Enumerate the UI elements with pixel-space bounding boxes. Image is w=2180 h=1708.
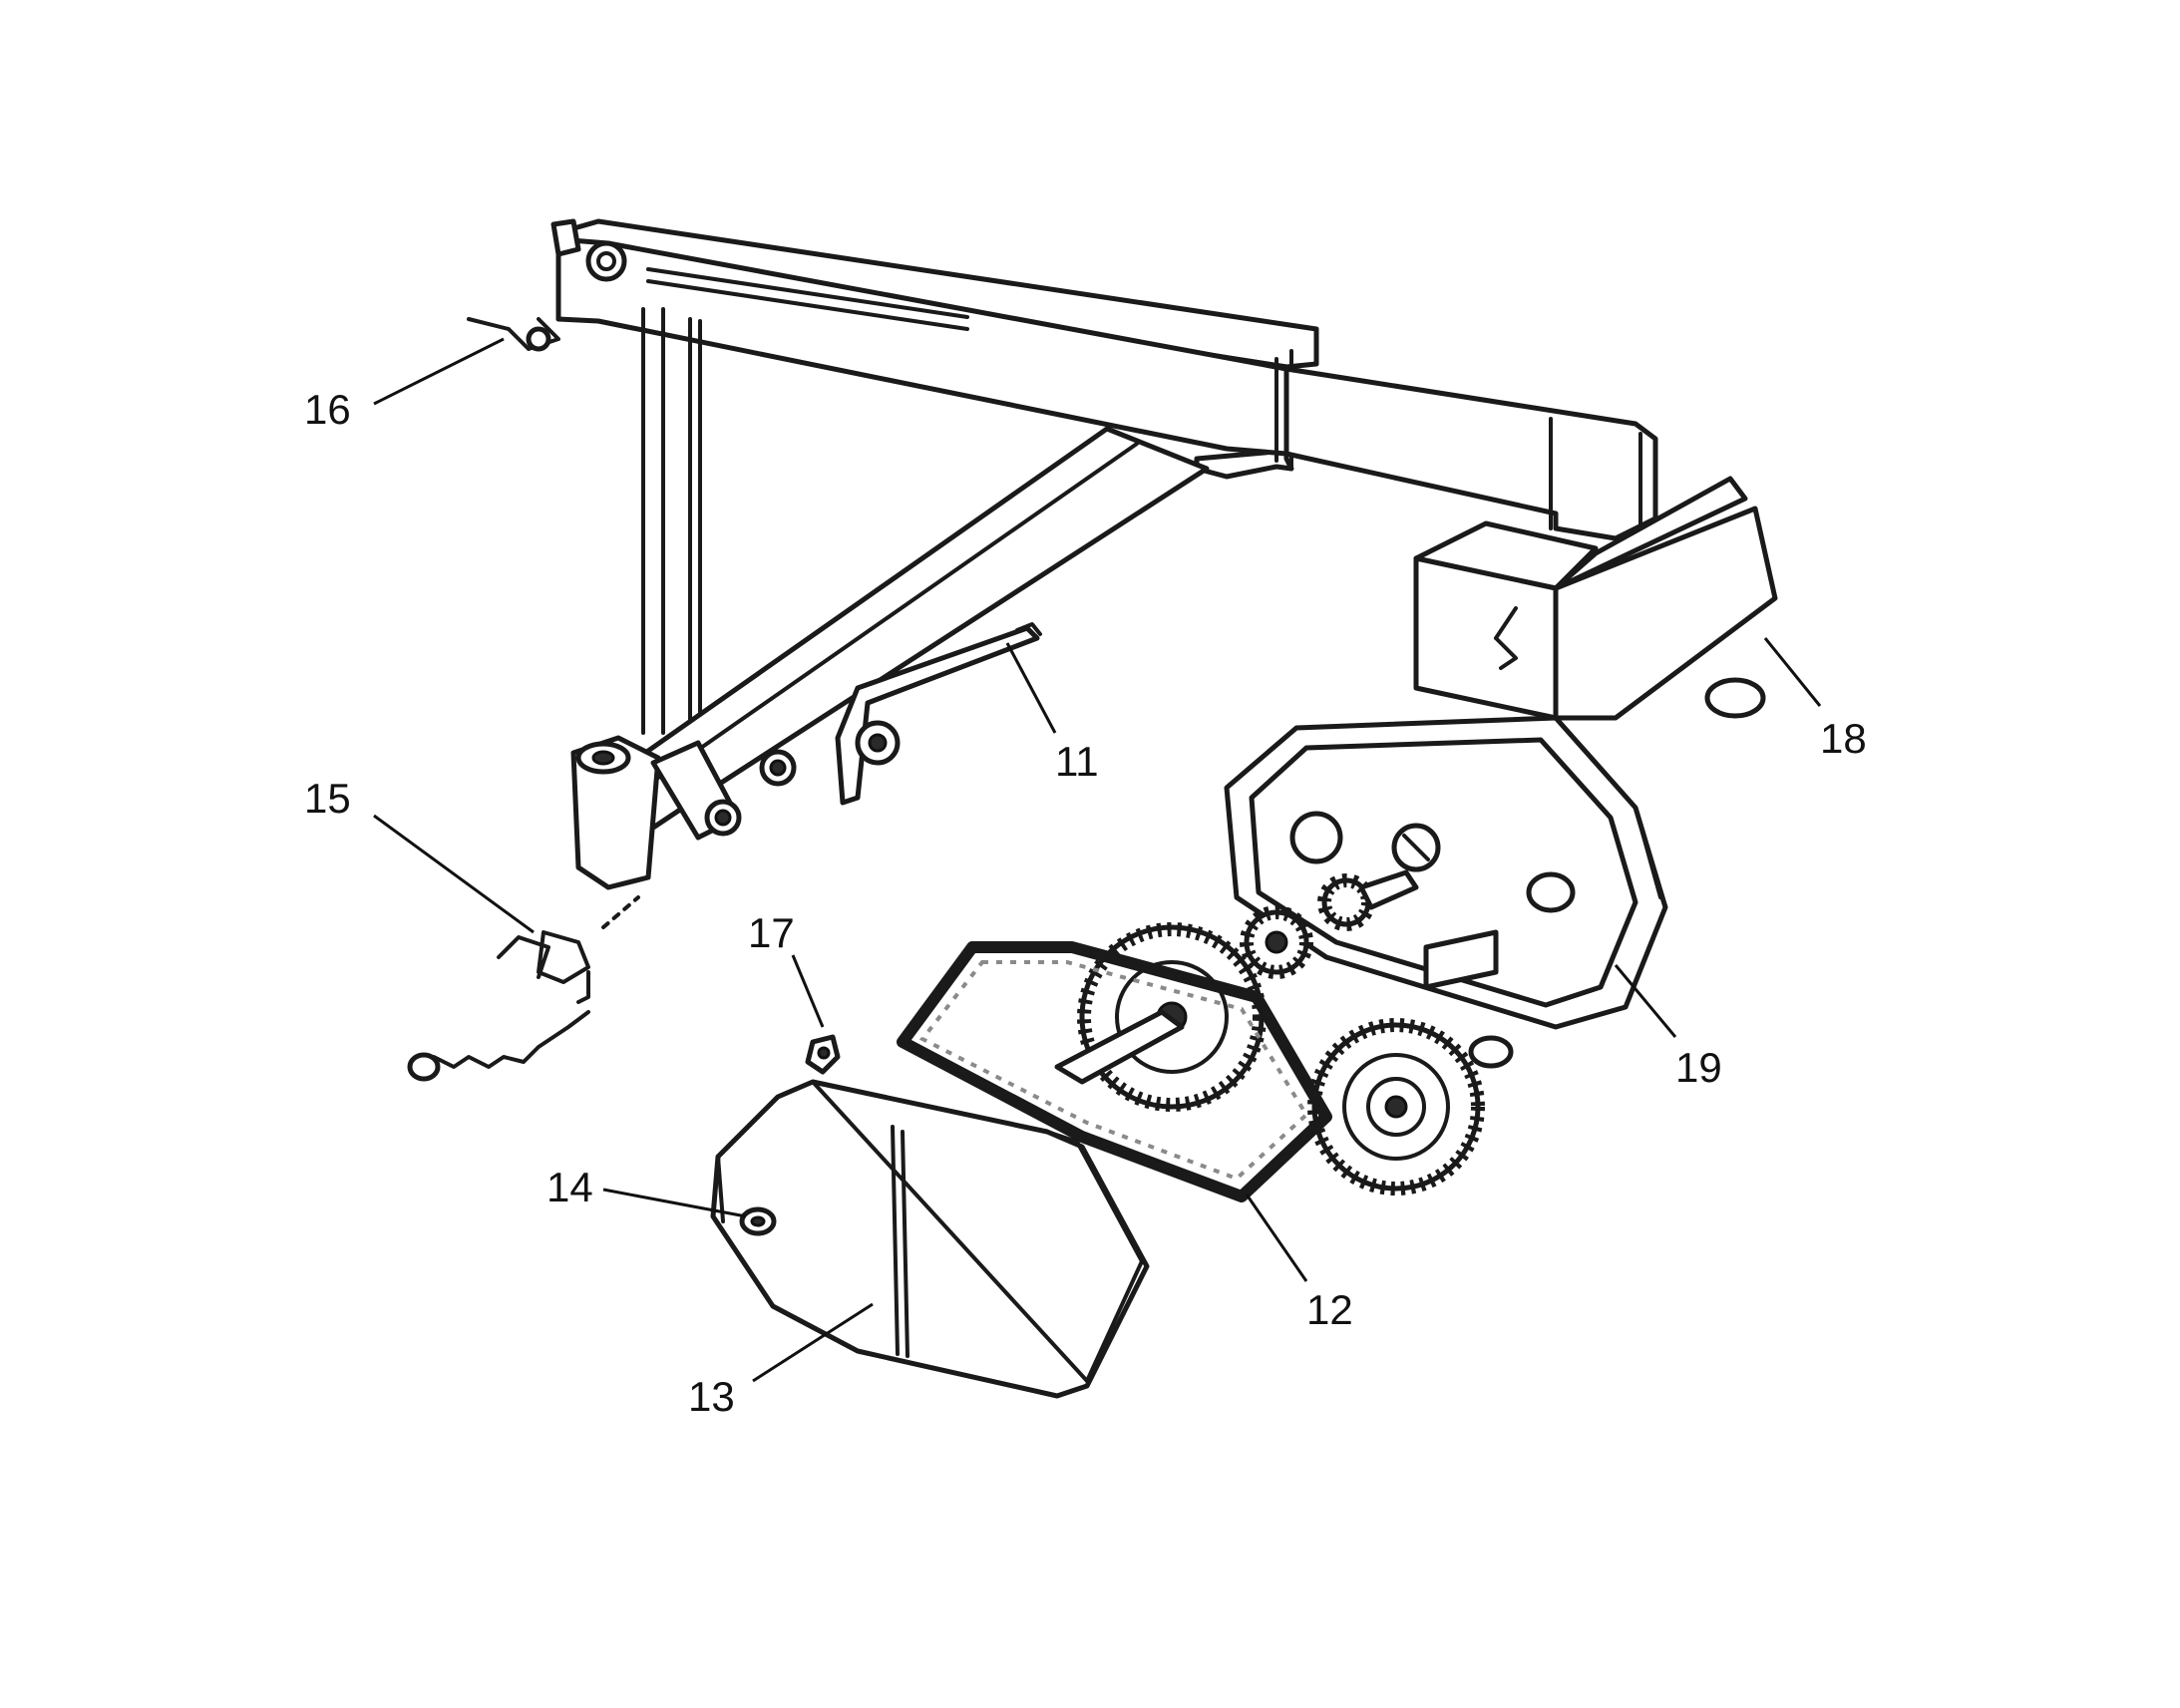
part-16-clip-pin bbox=[467, 317, 560, 352]
leader-11 bbox=[1005, 642, 1057, 734]
pinion-gears bbox=[1240, 869, 1419, 979]
leader-lines bbox=[373, 337, 1822, 1383]
leader-16 bbox=[373, 337, 505, 406]
part-15-hitch-pin bbox=[407, 895, 640, 1082]
diagonal-beam bbox=[570, 426, 1210, 890]
leader-12 bbox=[1245, 1194, 1308, 1282]
callout-11: 11 bbox=[1055, 738, 1099, 785]
leader-15 bbox=[373, 814, 535, 934]
part-18-housing bbox=[1413, 476, 1778, 721]
callout-17: 17 bbox=[748, 909, 795, 956]
leader-18 bbox=[1763, 637, 1822, 707]
part-17-nut bbox=[805, 1034, 841, 1075]
leader-17 bbox=[791, 954, 825, 1028]
callout-14: 14 bbox=[546, 1164, 593, 1210]
callout-13: 13 bbox=[688, 1373, 735, 1420]
callout-labels: 16 15 11 18 19 17 14 13 12 bbox=[304, 386, 1867, 1420]
callout-18: 18 bbox=[1820, 715, 1867, 762]
callout-12: 12 bbox=[1306, 1286, 1353, 1333]
part-12-chain bbox=[897, 941, 1332, 1202]
part-13-cover bbox=[710, 1079, 1150, 1399]
large-sprocket bbox=[1054, 922, 1267, 1112]
leader-13 bbox=[752, 1302, 874, 1383]
upper-beam bbox=[555, 218, 1658, 541]
callout-16: 16 bbox=[304, 386, 351, 433]
drive-wheel bbox=[1307, 1018, 1485, 1196]
vertical-strut bbox=[550, 218, 702, 735]
part-19-drive-housing bbox=[1224, 715, 1668, 1069]
part-11-bracket bbox=[704, 622, 1042, 837]
leader-19 bbox=[1614, 964, 1677, 1038]
leader-14 bbox=[602, 1188, 747, 1218]
part-14-grommet bbox=[739, 1206, 777, 1236]
callout-15: 15 bbox=[304, 775, 351, 822]
callout-19: 19 bbox=[1675, 1044, 1722, 1091]
